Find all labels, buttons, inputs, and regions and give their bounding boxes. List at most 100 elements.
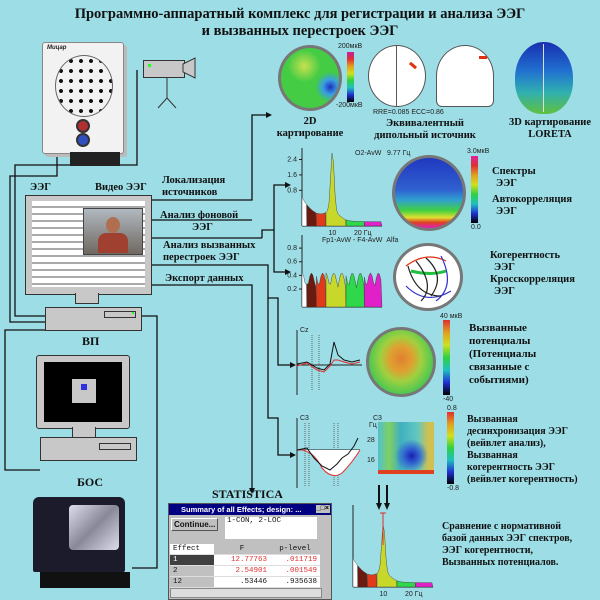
brain-midline xyxy=(543,44,544,112)
coherence-chart: 0.80.60.40.2 xyxy=(287,235,383,308)
window-controls[interactable]: _□× xyxy=(315,505,330,513)
wavelet-bottom-band xyxy=(378,470,434,474)
feedback-square xyxy=(72,379,96,403)
camera-icon xyxy=(157,57,196,109)
x-tick-label: 20 Гц xyxy=(354,230,372,237)
table-row[interactable]: 1 12.77763 .011719 xyxy=(170,554,320,566)
camera-led xyxy=(148,64,151,67)
eeg-label: ЭЭГ xyxy=(30,182,51,193)
erp-label: Вызванные потенциалы (Потенциалы связанн… xyxy=(469,322,537,386)
spectrum-band xyxy=(316,272,327,308)
dipole-head-back xyxy=(436,45,494,107)
spectra-label: Спектры ЭЭГ Автокорреляция ЭЭГ xyxy=(492,166,573,217)
arrow-head xyxy=(290,362,296,368)
map-2d-label: 2D картирование xyxy=(276,116,344,139)
coherence-label: Когерентность ЭЭГ Кросскорреляция ЭЭГ xyxy=(490,250,575,297)
dipole-label: Эквивалентный дипольный источник xyxy=(374,118,476,141)
arrow-head xyxy=(290,452,296,458)
statistica-heading: STATISTICA xyxy=(212,487,283,501)
erp-chart xyxy=(296,330,362,395)
spectrum-band xyxy=(301,196,308,227)
video-thumbnail xyxy=(83,208,143,255)
spectra-channel: O2-AvW xyxy=(355,150,382,157)
x-tick-label: 10 xyxy=(380,591,388,598)
arrow-head xyxy=(249,488,255,494)
wavelet-envelope xyxy=(296,449,361,477)
erp-wave-red xyxy=(296,359,361,373)
spectrum-band xyxy=(352,557,359,588)
computer-vp xyxy=(45,307,142,331)
spectrum-band xyxy=(376,524,398,588)
erp-scale-min: -40 xyxy=(443,396,454,403)
spectrum-band xyxy=(316,212,327,227)
table-header: Effect F p-level xyxy=(170,544,320,555)
person-icon xyxy=(106,217,120,233)
design-text: 1-CON, 2-LOC xyxy=(225,517,317,539)
coherence-head-map xyxy=(393,243,463,311)
menu-localization[interactable]: Локализация источников xyxy=(162,175,226,198)
eeg-monitor xyxy=(25,195,152,295)
y-tick-label: 1.6 xyxy=(287,172,297,179)
tv-set xyxy=(33,497,125,572)
spectrum-band xyxy=(345,219,365,227)
y-tick-label: 0.8 xyxy=(287,245,297,252)
table-row[interactable]: 12 .53446 .935638 xyxy=(170,576,320,588)
spectrum-band xyxy=(396,580,416,588)
feedback-target xyxy=(81,384,87,390)
dipole-stats: RRE=0.085 ECC=0.86 xyxy=(373,109,444,116)
y-tick-label: 0.8 xyxy=(287,187,297,194)
spectra-head-map xyxy=(392,155,466,231)
arrow-head xyxy=(266,112,272,118)
drive-slot xyxy=(104,311,136,318)
x-tick-label: 10 xyxy=(329,230,337,237)
erp-wave-black xyxy=(296,341,361,371)
wavelet-channel-2: C3 xyxy=(373,415,382,422)
table-row[interactable]: 2 2.54901 .001549 xyxy=(170,565,320,577)
spectrum-band xyxy=(301,272,308,308)
dipole-marker xyxy=(479,56,487,59)
loreta-brain xyxy=(515,42,573,114)
bos-screen xyxy=(44,362,122,422)
tripod xyxy=(70,152,120,166)
loreta-label: 3D картирование LORETA xyxy=(508,117,592,140)
spectra-scale xyxy=(471,156,478,223)
erp-scale-max: 40 мкВ xyxy=(440,313,463,320)
eeg-amplifier: Мицар xyxy=(42,42,124,154)
menu-background-analysis[interactable]: Анализ фоновой ЭЭГ xyxy=(160,210,239,233)
arrow-head xyxy=(285,269,291,275)
map-2d-head xyxy=(278,45,342,111)
spectrum-band xyxy=(367,573,378,588)
y-tick-label: 0.2 xyxy=(287,286,297,293)
bos-monitor xyxy=(36,355,130,429)
electrode-head-diagram xyxy=(55,55,113,117)
midline xyxy=(396,46,397,106)
spectrum-band xyxy=(325,152,347,227)
wavelet-scale-min: -0.8 xyxy=(447,485,460,492)
connector-blue xyxy=(76,133,90,147)
map-2d-scale-min: -200мкВ xyxy=(336,102,363,109)
wavelet-scale-max: 0.8 xyxy=(447,405,457,412)
video-eeg-label: Видео ЭЭГ xyxy=(95,182,147,193)
statistica-titlebar[interactable]: Summary of all Effects; design: ... _□× xyxy=(169,504,331,515)
spectra-freq: 9.77 Гц xyxy=(387,150,411,157)
coherence-channel: Fp1-AvW - F4-AvW Alfa xyxy=(322,237,399,244)
computer-bos xyxy=(40,437,137,461)
spectrum-band xyxy=(306,272,317,308)
coherence-links xyxy=(405,255,452,302)
statistica-window[interactable]: Summary of all Effects; design: ... _□× … xyxy=(168,503,332,600)
spectrum-band xyxy=(306,204,317,227)
spectrum-band xyxy=(364,221,383,227)
spectrum-band xyxy=(325,272,347,308)
spectrum-band xyxy=(364,272,383,308)
person-body xyxy=(98,233,128,253)
wavelet-scale xyxy=(447,412,454,484)
menu-evoked-analysis[interactable]: Анализ вызванных перестроек ЭЭГ xyxy=(163,240,256,263)
tv-screen xyxy=(69,505,119,550)
page-title: Программно-аппаратный комплекс для регис… xyxy=(74,6,526,39)
menu-export-data[interactable]: Экспорт данных xyxy=(165,273,244,284)
horizontal-scrollbar[interactable] xyxy=(170,588,322,598)
wavelet-y-unit: Гц xyxy=(369,422,377,429)
continue-button[interactable]: Continue... xyxy=(171,518,219,531)
